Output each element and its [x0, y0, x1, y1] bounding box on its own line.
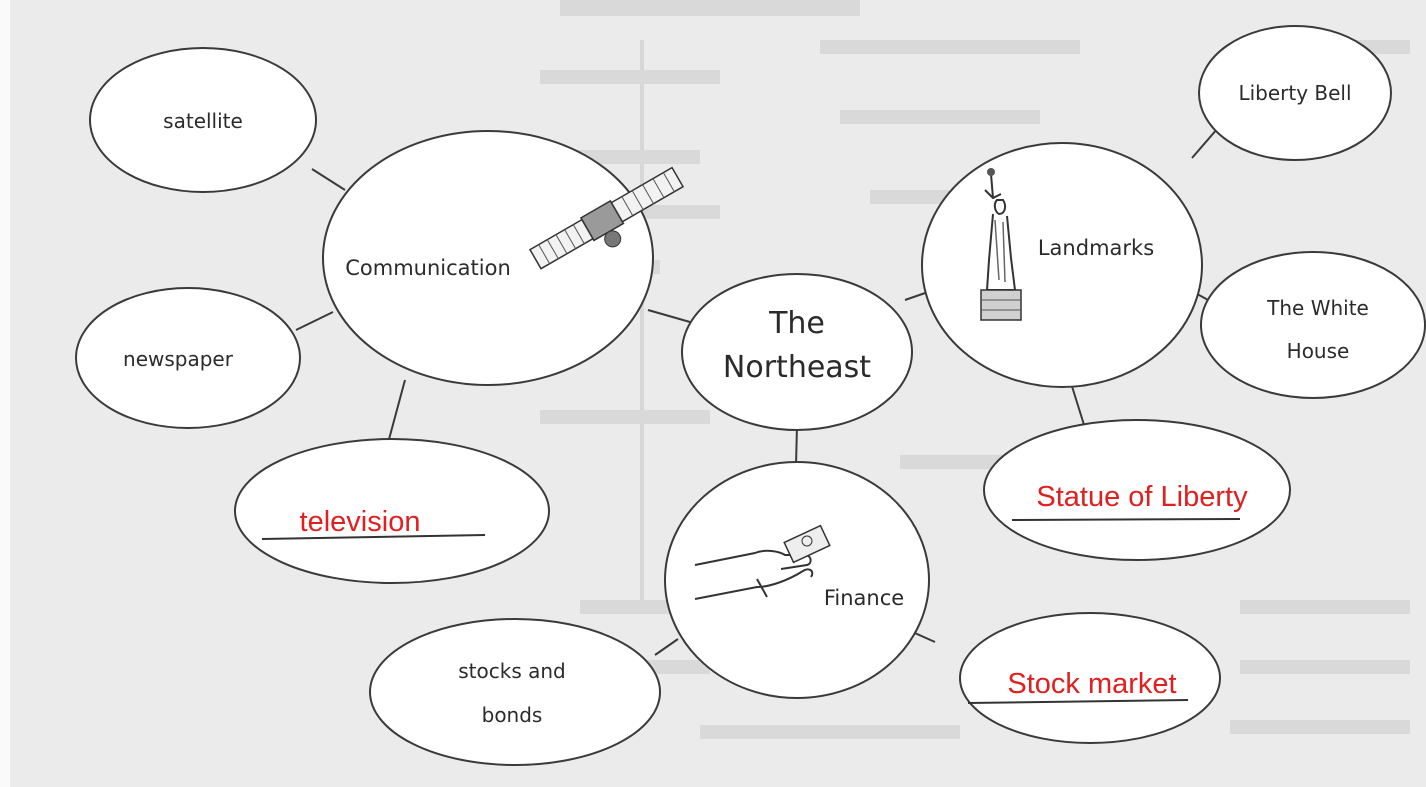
satellite-icon — [528, 166, 685, 270]
bubble-stocks — [369, 618, 661, 766]
label-finance: Finance — [824, 586, 904, 610]
connector-statue — [1069, 379, 1086, 429]
statue-of-liberty-icon — [980, 168, 1022, 321]
answer-underline-statue — [1011, 518, 1241, 521]
answer-stock-market: Stock market — [1007, 668, 1176, 700]
label-satellite: satellite — [163, 109, 243, 133]
answer-underline-stock-market — [967, 699, 1189, 704]
connector-television — [387, 379, 406, 444]
label-stocks-line2: bonds — [482, 703, 543, 727]
bubble-statue — [983, 419, 1291, 561]
label-liberty-bell: Liberty Bell — [1238, 81, 1351, 105]
center-title-line2: Northeast — [723, 350, 871, 385]
label-stocks-line1: stocks and — [458, 659, 565, 683]
hub-landmarks — [921, 142, 1203, 388]
hub-finance — [664, 461, 930, 699]
bubble-stock-market — [959, 612, 1221, 744]
hand-with-money-icon — [694, 524, 831, 600]
hub-communication — [322, 130, 654, 386]
label-landmarks: Landmarks — [1038, 236, 1154, 260]
connector-stocks — [654, 638, 679, 656]
label-newspaper: newspaper — [123, 347, 234, 371]
center-title-line1: The — [768, 306, 825, 341]
answer-television: television — [300, 506, 421, 538]
label-communication: Communication — [345, 256, 511, 280]
connector-finance — [795, 424, 798, 467]
center-node — [681, 273, 913, 431]
label-white-house-line2: House — [1287, 339, 1350, 363]
bubble-liberty-bell — [1198, 25, 1392, 161]
connector-communication — [647, 309, 691, 323]
bubble-satellite — [89, 47, 317, 193]
bubble-newspaper — [75, 287, 301, 429]
bubble-television — [234, 438, 550, 584]
connector-satellite — [311, 168, 346, 191]
bubble-white-house — [1200, 251, 1426, 399]
answer-statue-of-liberty: Statue of Liberty — [1036, 481, 1248, 513]
answer-underline-television — [261, 534, 486, 540]
label-white-house-line1: The White — [1266, 296, 1369, 320]
connector-landmarks — [904, 291, 929, 301]
connector-newspaper — [295, 311, 334, 331]
